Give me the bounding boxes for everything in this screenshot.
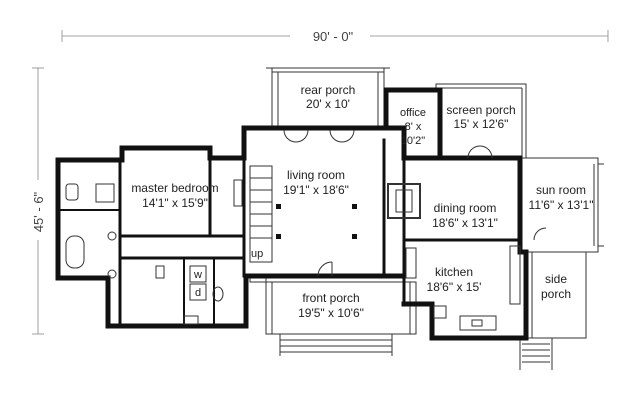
height-dimension: 45' - 6" bbox=[31, 67, 46, 335]
front-door bbox=[317, 261, 333, 277]
screen-porch-size: 15' x 12'6" bbox=[454, 117, 509, 131]
stair-up-label: up bbox=[251, 248, 263, 260]
height-dimension-label: 45' - 6" bbox=[31, 191, 46, 232]
front-porch-outline bbox=[249, 278, 417, 356]
rear-porch-name: rear porch bbox=[301, 83, 356, 97]
fireplace bbox=[387, 183, 421, 219]
front-porch-name: front porch bbox=[302, 291, 359, 305]
living-room-columns bbox=[276, 204, 357, 239]
rear-porch-size: 20' x 10' bbox=[306, 97, 350, 111]
kitchen-size: 18'6" x 15' bbox=[427, 280, 482, 294]
washer-label: w bbox=[193, 269, 202, 281]
sun-room-name: sun room bbox=[536, 183, 586, 197]
screen-porch bbox=[435, 83, 527, 158]
master-bedroom-name: master bedroom bbox=[131, 181, 218, 195]
side-porch-outline bbox=[519, 251, 587, 370]
exterior-walls bbox=[55, 87, 529, 341]
office-size-b: 10'2" bbox=[401, 135, 425, 147]
kitchen-name: kitchen bbox=[435, 265, 473, 279]
interior-walls bbox=[57, 138, 522, 328]
width-dimension-label: 90' - 0" bbox=[313, 29, 354, 44]
sun-room-size: 11'6" x 13'1" bbox=[529, 198, 594, 212]
dining-room-size: 18'6" x 13'1" bbox=[432, 216, 498, 230]
stair bbox=[249, 165, 273, 263]
living-room-size: 19'1" x 18'6" bbox=[283, 183, 349, 197]
screen-porch-name: screen porch bbox=[446, 103, 515, 117]
dining-room-name: dining room bbox=[434, 201, 497, 215]
office-size-a: 8' x bbox=[405, 121, 422, 133]
sun-room-door bbox=[533, 227, 547, 241]
dryer-label: d bbox=[195, 287, 201, 299]
living-room-rear-doors bbox=[283, 129, 355, 143]
front-porch-size: 19'5" x 10'6" bbox=[298, 306, 364, 320]
laundry bbox=[155, 265, 207, 301]
side-porch-name: side bbox=[545, 272, 567, 286]
living-room-name: living room bbox=[287, 168, 345, 182]
screen-porch-doors bbox=[467, 145, 493, 159]
kitchen-fixtures bbox=[405, 245, 521, 331]
master-bedroom-size: 14'1" x 15'9" bbox=[142, 196, 208, 210]
width-dimension: 90' - 0" bbox=[61, 29, 609, 44]
office-name: office bbox=[400, 107, 426, 119]
side-porch-name-2: porch bbox=[541, 287, 571, 301]
bath-fixtures bbox=[65, 179, 243, 325]
